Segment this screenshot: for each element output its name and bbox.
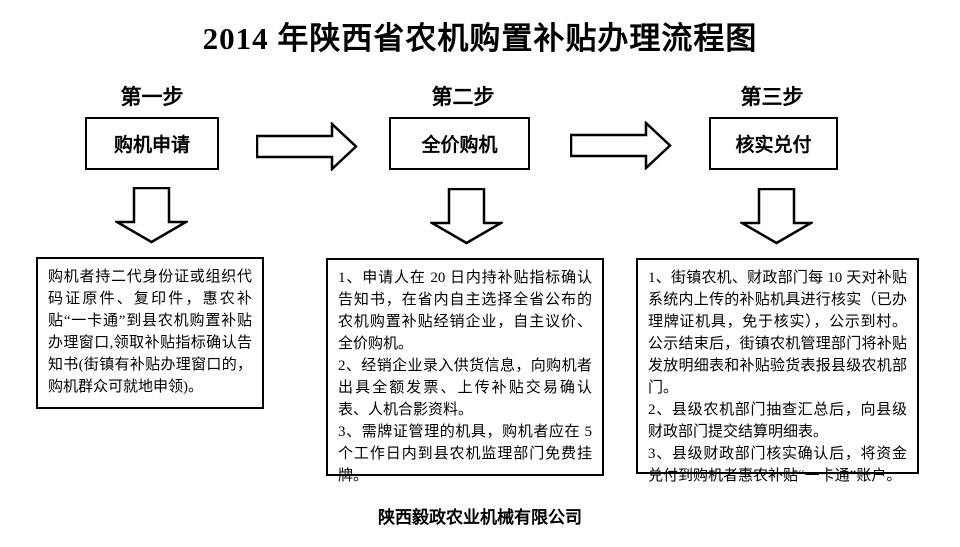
detail-box-step1: 购机者持二代身份证或组织代码证原件、复印件，惠农补贴“一卡通”到县农机购置补贴办… xyxy=(36,257,264,409)
detail-text-step3: 1、街镇农机、财政部门每 10 天对补贴系统内上传的补贴机具进行核实（已办理牌证… xyxy=(648,270,907,484)
company-footer: 陕西毅政农业机械有限公司 xyxy=(378,508,582,527)
arrow-down-icon xyxy=(115,187,188,244)
step-box-label: 核实兑付 xyxy=(735,135,812,156)
arrow-down-icon xyxy=(430,188,503,245)
step-box-purchase-application: 购机申请 xyxy=(85,117,219,170)
detail-text-step2: 1、申请人在 20 日内持补贴指标确认告知书，在省内自主选择全省公布的农机购置补… xyxy=(338,270,592,484)
detail-box-step2: 1、申请人在 20 日内持补贴指标确认告知书，在省内自主选择全省公布的农机购置补… xyxy=(326,258,604,484)
step-label-2: 第二步 xyxy=(431,85,495,109)
step-label-1: 第一步 xyxy=(120,85,184,109)
detail-text-step1: 购机者持二代身份证或组织代码证原件、复印件，惠农补贴“一卡通”到县农机购置补贴办… xyxy=(48,269,252,395)
arrow-right-icon xyxy=(570,121,672,170)
step-box-label: 全价购机 xyxy=(421,135,498,156)
arrow-right-icon xyxy=(256,122,358,171)
step-label-3: 第三步 xyxy=(740,85,804,109)
detail-box-step3: 1、街镇农机、财政部门每 10 天对补贴系统内上传的补贴机具进行核实（已办理牌证… xyxy=(636,258,919,484)
step-box-full-price-purchase: 全价购机 xyxy=(389,117,530,170)
step-box-verify-payment: 核实兑付 xyxy=(709,117,838,170)
arrow-down-icon xyxy=(740,188,813,245)
diagram-title: 2014 年陕西省农机购置补贴办理流程图 xyxy=(202,21,758,56)
step-box-label: 购机申请 xyxy=(113,135,190,156)
